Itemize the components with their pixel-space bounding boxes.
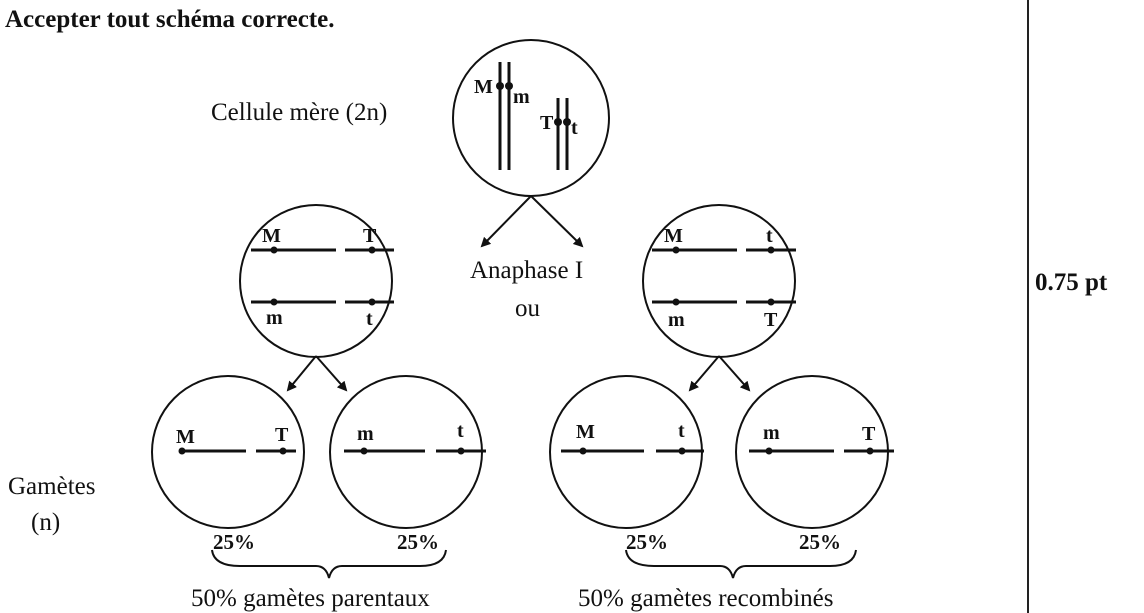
right-column-divider bbox=[1027, 0, 1029, 613]
anaphase-right-top-allele-2: t bbox=[766, 225, 773, 247]
anaphase-right-bottom-allele-1: m bbox=[668, 309, 685, 331]
gamete-4-percent: 25% bbox=[799, 530, 841, 554]
gametes-label: Gamètes bbox=[8, 473, 96, 500]
phase-connector: ou bbox=[515, 295, 540, 322]
gamete-cell-1 bbox=[151, 375, 305, 529]
anaphase-right-bottom-allele-2: T bbox=[764, 309, 778, 331]
gamete-2-percent: 25% bbox=[397, 530, 439, 554]
gamete-1-allele-1: M bbox=[176, 426, 195, 448]
gamete-1-percent: 25% bbox=[213, 530, 255, 554]
gametes-ploidy-label: (n) bbox=[31, 509, 61, 536]
mother-cell bbox=[452, 39, 610, 197]
parental-gametes-label: 50% gamètes parentaux bbox=[191, 585, 430, 612]
phase-label: Anaphase I bbox=[470, 257, 584, 284]
brace-parental bbox=[211, 549, 447, 579]
gamete-3-allele-2: t bbox=[678, 420, 685, 442]
gamete-cell-4 bbox=[735, 375, 894, 529]
mother-allele-M: M bbox=[474, 76, 493, 98]
mother-allele-t: t bbox=[571, 117, 578, 139]
gamete-2-allele-2: t bbox=[457, 420, 464, 442]
anaphase-left-bottom-allele-2: t bbox=[366, 308, 373, 330]
instruction-heading: Accepter tout schéma correcte. bbox=[5, 6, 335, 33]
mother-cell-arrows bbox=[480, 195, 584, 248]
recombinant-gametes-label: 50% gamètes recombinés bbox=[578, 585, 834, 612]
score-label: 0.75 pt bbox=[1035, 269, 1108, 296]
gamete-2-allele-1: m bbox=[357, 423, 374, 445]
anaphase-right-top-allele-1: M bbox=[664, 225, 683, 247]
gamete-cell-3 bbox=[549, 375, 704, 529]
mother-cell-label: Cellule mère (2n) bbox=[211, 99, 388, 126]
mother-allele-m: m bbox=[513, 86, 530, 108]
gamete-cell-2 bbox=[329, 375, 486, 529]
anaphase-left-top-allele-2: T bbox=[363, 225, 377, 247]
gamete-3-percent: 25% bbox=[626, 530, 668, 554]
gamete-1-allele-2: T bbox=[275, 424, 289, 446]
brace-recombinant bbox=[625, 549, 857, 579]
gamete-4-allele-2: T bbox=[862, 423, 876, 445]
anaphase-arrows bbox=[286, 355, 751, 392]
gamete-4-allele-1: m bbox=[763, 422, 780, 444]
gamete-3-allele-1: M bbox=[576, 421, 595, 443]
anaphase-left-bottom-allele-1: m bbox=[266, 307, 283, 329]
mother-allele-T: T bbox=[540, 112, 554, 134]
anaphase-left-top-allele-1: M bbox=[262, 225, 281, 247]
